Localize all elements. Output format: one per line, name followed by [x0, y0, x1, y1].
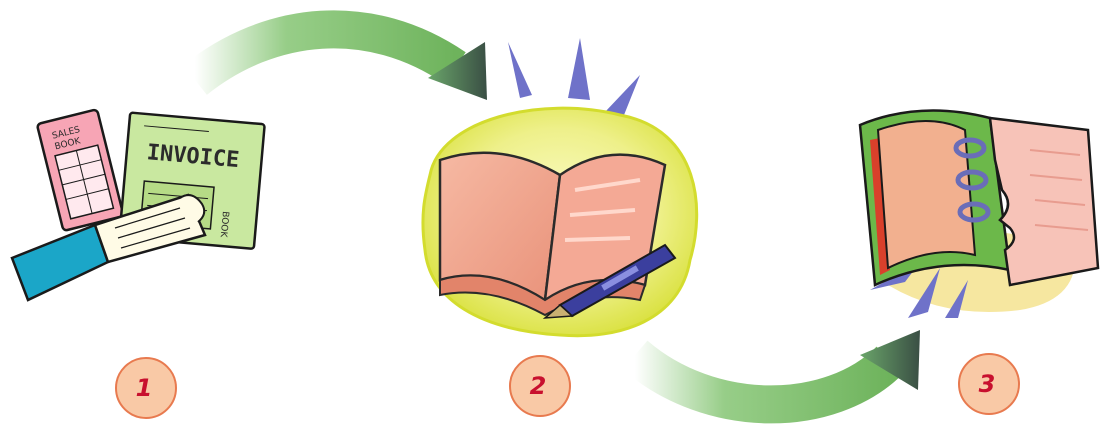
step-2-number: 2	[529, 372, 547, 400]
step-3-badge: 3	[958, 353, 1020, 415]
ray-icon	[568, 38, 590, 100]
binder-rings-icon	[953, 137, 991, 223]
binder-left-page	[876, 120, 977, 270]
pen-icon	[542, 243, 677, 319]
sales-book-icon: SALES BOOK	[36, 108, 125, 232]
step-1-badge: 1	[115, 357, 177, 419]
ray-icon	[908, 268, 940, 318]
ray-icon	[508, 42, 532, 98]
ray-icon	[945, 280, 968, 318]
journal-with-pen-illustration	[421, 38, 699, 338]
ray-icon	[605, 75, 640, 120]
invoice-books-illustration: SALES BOOK INVOICE BOOK	[10, 108, 266, 302]
arrowhead-1	[428, 42, 487, 100]
step-1-number: 1	[135, 374, 153, 402]
arrowhead-2	[860, 330, 920, 390]
arrow-step1-to-step2	[183, 10, 487, 100]
arrow-step2-to-step3	[622, 330, 920, 424]
step-2-badge: 2	[509, 355, 571, 417]
binder-notebook-illustration	[858, 109, 1100, 318]
step-3-number: 3	[978, 370, 996, 398]
hand-with-receipt-icon	[10, 193, 207, 302]
invoice-book-side-label: BOOK	[218, 211, 230, 239]
